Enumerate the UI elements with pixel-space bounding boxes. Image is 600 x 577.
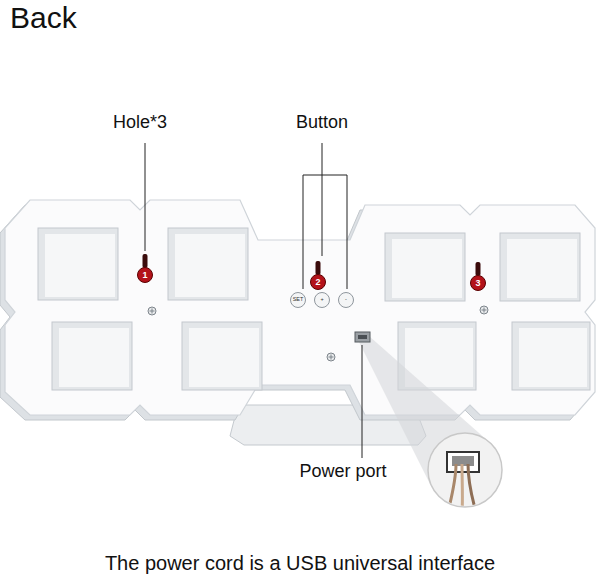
hanging-slots bbox=[143, 254, 481, 276]
leader-line bbox=[362, 345, 363, 458]
segment-hollow bbox=[189, 328, 259, 387]
caption: The power cord is a USB universal interf… bbox=[105, 552, 495, 574]
node-text: + bbox=[320, 297, 323, 303]
clock-body bbox=[5, 200, 595, 415]
set-button: SET bbox=[290, 292, 306, 308]
plus-button: + bbox=[314, 292, 330, 308]
part-label: Hole*3 bbox=[113, 113, 167, 133]
segment-hollow bbox=[385, 233, 465, 301]
hanging-slot bbox=[316, 261, 321, 275]
hanging-hole: 1 bbox=[137, 267, 153, 283]
node-text: - bbox=[345, 297, 347, 303]
segment-hollow bbox=[59, 328, 129, 387]
segment-hollow bbox=[512, 322, 590, 390]
power-port bbox=[355, 332, 370, 342]
leader-bracket bbox=[303, 143, 347, 289]
cable-wire bbox=[468, 464, 476, 512]
segment-hollows bbox=[38, 228, 590, 390]
hanging-hole: 2 bbox=[310, 274, 326, 290]
part-label: Button bbox=[296, 113, 348, 133]
cable-wire bbox=[461, 464, 464, 512]
power-port-inner bbox=[358, 335, 367, 339]
segment-hollow bbox=[392, 239, 462, 298]
hanging-slot bbox=[143, 254, 148, 268]
hanging-hole: 3 bbox=[470, 275, 486, 291]
usb-plug-detail bbox=[447, 452, 479, 512]
leader-lines bbox=[145, 143, 362, 458]
minus-button: - bbox=[338, 292, 354, 308]
title: Back bbox=[10, 1, 77, 34]
segment-hollow bbox=[175, 234, 245, 297]
segment-hollow bbox=[507, 239, 577, 298]
part-label: Power port bbox=[299, 462, 386, 482]
screw-slot bbox=[150, 309, 155, 314]
screws bbox=[148, 306, 488, 361]
screw bbox=[480, 306, 488, 314]
segment-hollow bbox=[168, 228, 248, 300]
cable-wire bbox=[448, 464, 456, 512]
leader-line bbox=[145, 143, 146, 251]
segment-hollow bbox=[38, 228, 118, 300]
node-text: 1 bbox=[142, 271, 147, 280]
screw bbox=[148, 307, 156, 315]
segment-hollow bbox=[52, 322, 132, 390]
segment-hollow bbox=[519, 328, 587, 387]
screw-slot bbox=[482, 308, 487, 313]
segment-hollow bbox=[182, 322, 262, 390]
screw-slot bbox=[329, 355, 334, 360]
node-text: 2 bbox=[315, 278, 320, 287]
screw bbox=[327, 353, 335, 361]
node-text: 3 bbox=[475, 279, 480, 288]
hanging-slot bbox=[476, 262, 481, 276]
zoom-circle bbox=[428, 433, 502, 507]
node-text: SET bbox=[293, 297, 304, 303]
segment-hollow bbox=[500, 233, 580, 301]
segment-hollow bbox=[45, 234, 115, 297]
